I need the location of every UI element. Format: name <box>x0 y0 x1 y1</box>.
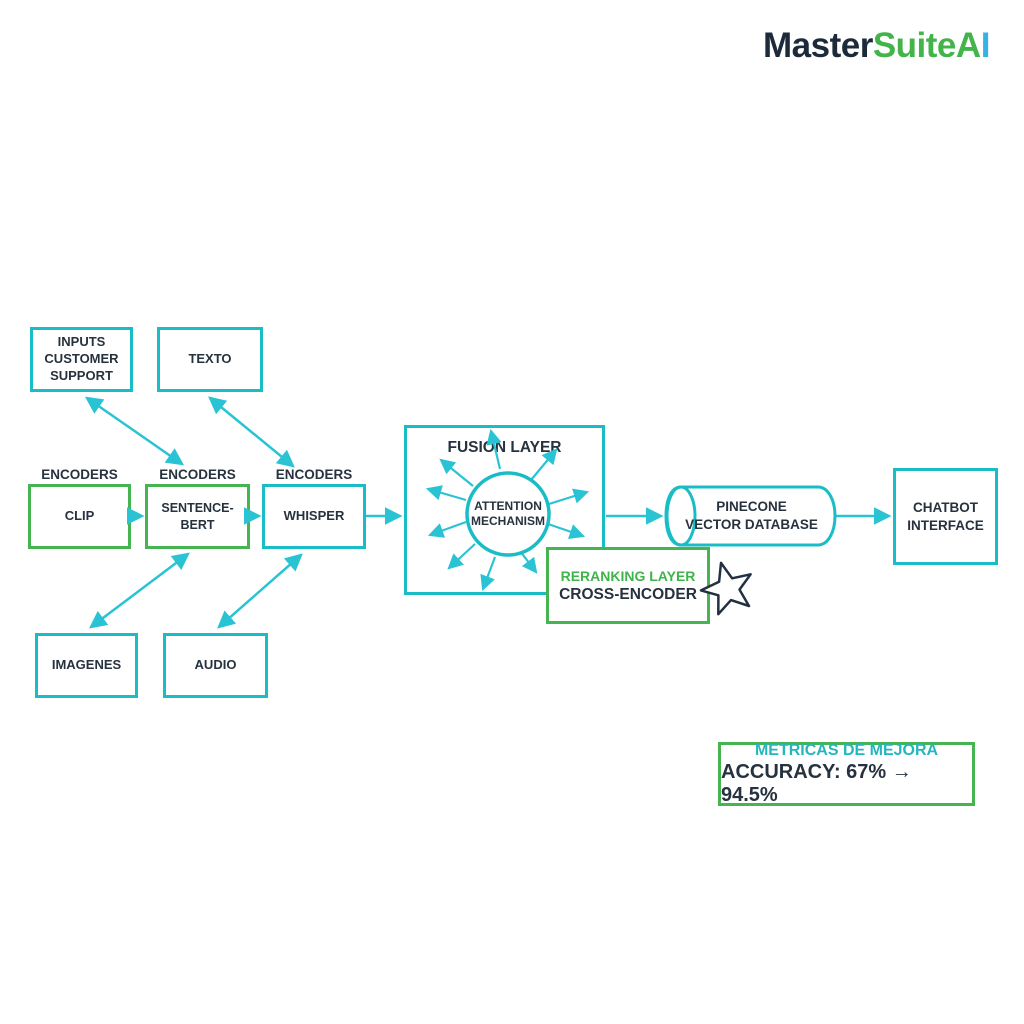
node-fusion-layer: FUSION LAYER <box>404 425 605 595</box>
metrics-value: ACCURACY: 67% → 94.5% <box>721 760 912 806</box>
node-imagenes: IMAGENES <box>35 633 138 698</box>
attention-mechanism-label: ATTENTION MECHANISM <box>471 499 545 528</box>
node-texto: TEXTO <box>157 327 263 392</box>
encoders-label-1: ENCODERS <box>41 467 118 482</box>
node-chatbot-interface: CHATBOT INTERFACE <box>893 468 998 565</box>
brand-logo: MasterSuiteAI <box>763 26 990 66</box>
logo-part-ai: I <box>980 26 991 65</box>
arrow-sbert-imagenes <box>89 552 190 629</box>
logo-part-master: Master <box>763 26 873 65</box>
fusion-layer-title: FUSION LAYER <box>447 439 562 456</box>
arrow-inputs-encoders <box>84 396 185 466</box>
node-inputs-customer-support: INPUTS CUSTOMER SUPPORT <box>30 327 133 392</box>
reranking-layer-title: RERANKING LAYER <box>560 567 696 584</box>
encoders-label-3: ENCODERS <box>275 467 353 482</box>
arrow-texto-encoders <box>208 396 295 468</box>
node-audio: AUDIO <box>163 633 268 698</box>
node-clip: CLIP <box>28 484 131 549</box>
metrics-box: METRICAS DE MEJORA ACCURACY: 67% → 94.5% <box>718 742 975 806</box>
logo-part-suite: SuiteA <box>872 26 981 65</box>
arrow-whisper-audio <box>217 553 303 629</box>
metrics-title: METRICAS DE MEJORA <box>754 741 939 759</box>
reranking-layer-subtitle: CROSS-ENCODER <box>559 585 697 603</box>
node-reranking-layer: RERANKING LAYER CROSS-ENCODER <box>546 547 710 624</box>
pinecone-label: PINECONE VECTOR DATABASE <box>685 499 818 532</box>
node-sentence-bert: SENTENCE-BERT <box>145 484 250 549</box>
node-whisper: WHISPER <box>262 484 366 549</box>
encoders-label-2: ENCODERS <box>159 467 236 482</box>
